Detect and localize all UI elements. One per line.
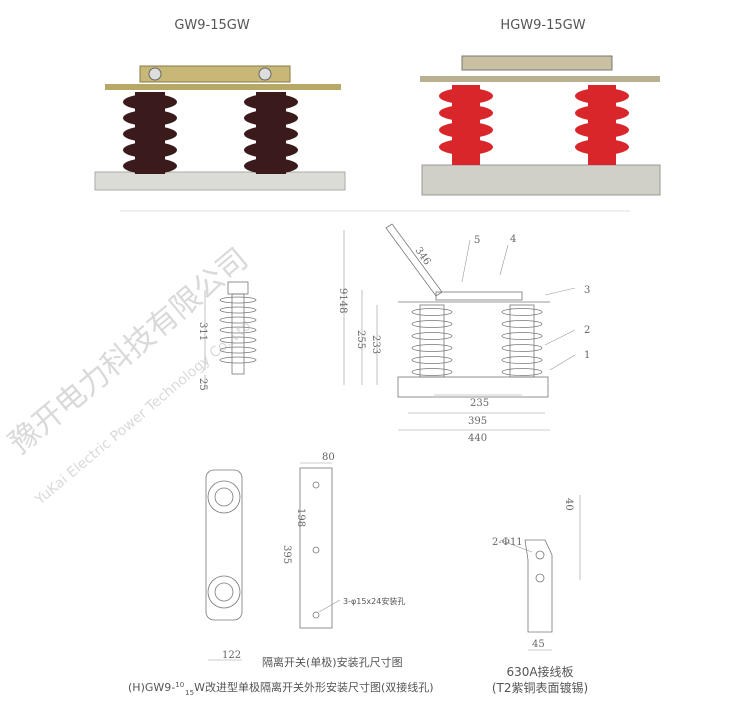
callout-5: 5 [474, 235, 480, 246]
mount-dim-80: 80 [322, 452, 335, 463]
mount-dim-198: 198 [295, 508, 306, 527]
side-dim-311: 311 [197, 322, 208, 341]
right-product-title: HGW9-15GW [500, 18, 585, 33]
terminal-dim-holes: 2-Φ11 [492, 537, 523, 548]
front-dim-235: 235 [470, 398, 489, 409]
side-view-drawing: 311 25 [197, 281, 257, 391]
terminal-plate-drawing: 2-Φ11 40 45 630A接线板 (T2紫铜表面镀锡) [492, 495, 588, 695]
terminal-caption-2: (T2紫铜表面镀锡) [492, 680, 588, 695]
right-product-photo [420, 55, 661, 196]
terminal-dim-45: 45 [532, 639, 545, 650]
hole-note: 3-φ15x24安装孔 [343, 596, 405, 606]
mount-dim-395: 395 [281, 545, 292, 564]
front-dim-233: 233 [370, 335, 381, 354]
plan-dim-122: 122 [222, 650, 241, 661]
left-product-title: GW9-15GW [174, 18, 250, 33]
left-product-photo [94, 65, 346, 191]
front-dim-255: 255 [355, 330, 366, 349]
terminal-dim-40: 40 [563, 498, 574, 511]
callout-2: 2 [584, 325, 590, 336]
plan-view-drawing: 122 [205, 469, 243, 661]
front-dim-440: 440 [468, 433, 487, 444]
side-dim-25: 25 [197, 378, 208, 391]
front-dim-395: 395 [468, 416, 487, 427]
callout-4: 4 [510, 234, 516, 245]
callout-3: 3 [584, 285, 590, 296]
front-view-drawing: 9148 255 233 346 235 395 440 1 2 3 4 5 [337, 223, 590, 444]
callout-1: 1 [584, 350, 590, 361]
mount-caption: 隔离开关(单极)安装孔尺寸图 [262, 655, 403, 669]
mount-hole-drawing: 80 198 395 3-φ15x24安装孔 隔离开关(单极)安装孔尺寸图 [262, 452, 405, 669]
front-dim-total: 9148 [337, 288, 348, 313]
main-caption: (H)GW9-1015W改进型单极隔离开关外形安装尺寸图(双接线孔) [128, 680, 434, 697]
terminal-caption-1: 630A接线板 [506, 664, 573, 679]
